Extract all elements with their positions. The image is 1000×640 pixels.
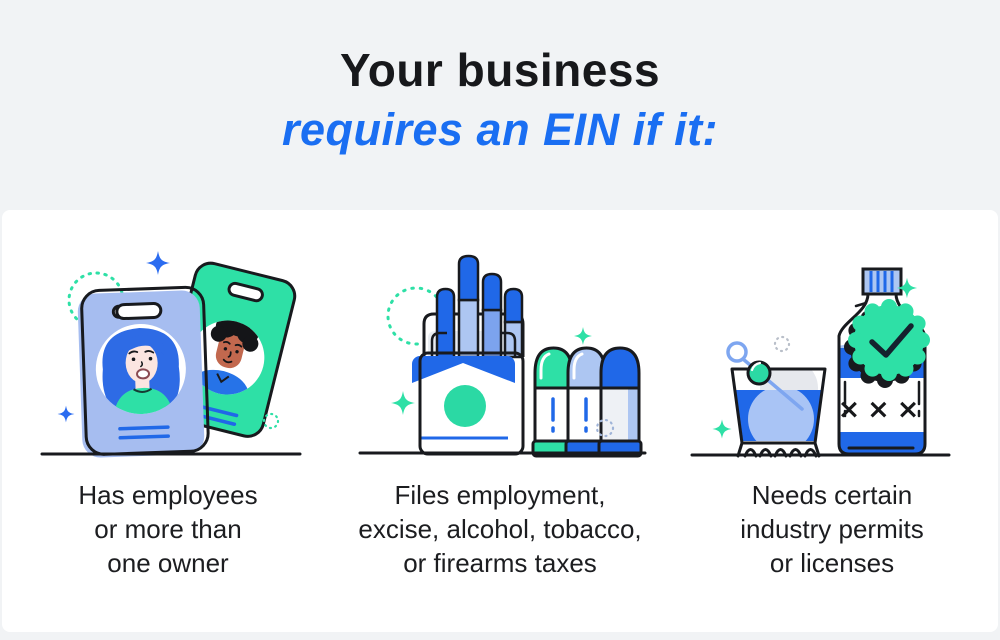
front-badge-icon (77, 285, 210, 458)
lid-inner-lines (430, 331, 517, 357)
glass-bottle-icon: ××× (690, 267, 951, 458)
dotted-dot-icon (262, 412, 280, 430)
caption-taxes: Files employment, excise, alcohol, tobac… (358, 480, 642, 578)
caption-permits: Needs certain industry permits or licens… (740, 480, 924, 578)
header: Your business requires an EIN if it: (0, 0, 1000, 210)
bottle-label: ××× (838, 394, 927, 425)
checkmark-icon (869, 323, 914, 358)
content-card: Has employees or more than one owner (2, 210, 998, 632)
dotted-dot-icon (595, 418, 615, 438)
approval-seal-icon (844, 299, 930, 388)
glass-feet (743, 448, 818, 458)
sparkle-icon (896, 277, 918, 299)
bullets (531, 346, 643, 458)
olive (746, 360, 772, 386)
bottle-cap (861, 267, 903, 296)
bullet-blue (597, 346, 643, 458)
sparkle-icon (57, 405, 75, 423)
column-employees: Has employees or more than one owner (2, 210, 334, 580)
woman-portrait (102, 328, 180, 416)
caption-employees: Has employees or more than one owner (78, 480, 258, 578)
cigarettes-bullets-icon (358, 254, 647, 458)
column-taxes: Files employment, excise, alcohol, tobac… (334, 210, 666, 580)
cigarettes (435, 254, 524, 359)
cocktail-glass (726, 341, 827, 458)
cigarette-pack (412, 351, 525, 456)
page-title: Your business (339, 44, 661, 96)
bullet-teal (531, 346, 576, 458)
column-permits: ××× (666, 210, 998, 580)
id-badges-icon (40, 251, 302, 458)
sparkle-icon (574, 327, 592, 345)
sparkle-icon (391, 391, 415, 415)
sparkle-icon (712, 419, 732, 439)
sparkle-icon (146, 251, 170, 275)
pick-ring (726, 341, 748, 363)
page-subtitle: requires an EIN if it: (281, 104, 719, 156)
dotted-dot-icon (773, 335, 791, 353)
